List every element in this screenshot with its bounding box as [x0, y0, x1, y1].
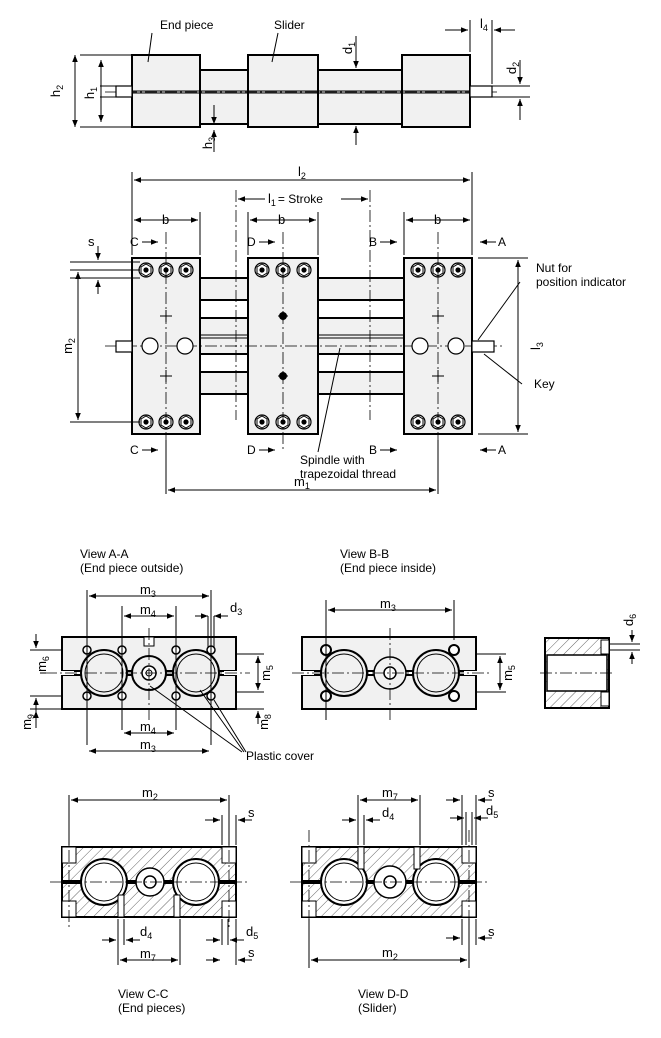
view-aa-subtitle: (End piece outside): [80, 561, 183, 575]
dim-d4-dd: d4: [382, 805, 394, 822]
label-plastic-cover: Plastic cover: [246, 749, 314, 763]
view-cc-title: View C-C: [118, 987, 169, 1001]
section-mark-d-top: D: [247, 235, 256, 249]
view-bb-subtitle: (End piece inside): [340, 561, 436, 575]
dim-l2: l2: [298, 164, 306, 181]
side-view: [72, 20, 530, 152]
svg-text:l3: l3: [528, 342, 545, 350]
section-mark-b-top: B: [369, 235, 377, 249]
label-nut-line1: Nut for: [536, 261, 572, 275]
view-bb-title: View B-B: [340, 547, 389, 561]
svg-text:h2: h2: [48, 85, 65, 97]
plan-view: [70, 172, 528, 494]
view-d-d: [290, 795, 492, 968]
label-end-piece: End piece: [160, 18, 214, 32]
dim-h2: h2: [48, 85, 65, 97]
dim-m5-aa: m5: [258, 665, 275, 681]
dim-m6: m6: [34, 656, 51, 672]
svg-text:m5: m5: [258, 665, 275, 681]
dim-l4: l4: [480, 16, 488, 33]
dim-m2-plan: m2: [60, 338, 77, 354]
dim-d6: d6: [621, 614, 638, 626]
view-cc-subtitle: (End pieces): [118, 1001, 185, 1015]
svg-text:d1: d1: [340, 42, 357, 54]
dim-s-cc-bottom: s: [248, 945, 255, 960]
label-slider: Slider: [274, 18, 305, 32]
dim-s-plan: s: [88, 234, 95, 249]
view-dd-title: View D-D: [358, 987, 409, 1001]
dim-m7-cc: m7: [140, 946, 156, 963]
svg-text:m5: m5: [500, 665, 517, 681]
dim-l1-stroke: l1= Stroke: [268, 191, 323, 208]
dim-m7-dd: m7: [382, 785, 398, 802]
svg-text:d6: d6: [621, 614, 638, 626]
dim-d1: d1: [340, 42, 357, 54]
dim-m3-bb: m3: [380, 596, 396, 613]
section-mark-c-bottom: C: [130, 443, 139, 457]
section-mark-a-bottom: A: [498, 443, 506, 457]
dim-m9: m9: [19, 714, 36, 730]
svg-text:m2: m2: [60, 338, 77, 354]
dim-d5-dd: d5: [486, 803, 498, 820]
view-c-c: [50, 795, 252, 965]
dim-s-dd-top: s: [488, 785, 495, 800]
dim-m4-aa-bottom: m4: [140, 719, 156, 736]
view-aa-title: View A-A: [80, 547, 128, 561]
dim-m3-aa-top: m3: [140, 582, 156, 599]
label-nut-line2: position indicator: [536, 275, 626, 289]
dim-d2: d2: [504, 62, 521, 74]
dim-d4-cc: d4: [140, 924, 152, 941]
section-mark-c-top: C: [130, 235, 139, 249]
svg-text:d2: d2: [504, 62, 521, 74]
section-mark-d-bottom: D: [247, 443, 256, 457]
section-side-view: [540, 630, 640, 709]
svg-text:m9: m9: [19, 714, 36, 730]
dim-m8: m8: [256, 714, 273, 730]
label-spindle-line1: Spindle with: [300, 453, 365, 467]
dim-d5-cc: d5: [246, 924, 258, 941]
dim-m3-aa-bottom: m3: [140, 737, 156, 754]
dim-m5-bb: m5: [500, 665, 517, 681]
section-mark-a-top: A: [498, 235, 506, 249]
svg-text:h3: h3: [200, 137, 217, 149]
dim-d3: d3: [230, 600, 242, 617]
dim-h3: h3: [200, 137, 217, 149]
dim-m4-aa-top: m4: [140, 602, 156, 619]
dim-b-1: b: [162, 212, 169, 227]
view-b-b: [292, 600, 506, 720]
dim-b-2: b: [278, 212, 285, 227]
svg-text:m8: m8: [256, 714, 273, 730]
dim-l3: l3: [528, 342, 545, 350]
dim-m2-cc: m2: [142, 785, 158, 802]
svg-text:h1: h1: [82, 87, 99, 99]
dim-s-cc-top: s: [248, 805, 255, 820]
label-key: Key: [534, 377, 555, 391]
section-mark-b-bottom: B: [369, 443, 377, 457]
svg-text:m6: m6: [34, 656, 51, 672]
label-spindle-line2: trapezoidal thread: [300, 467, 396, 481]
dim-m2-dd: m2: [382, 945, 398, 962]
dim-m1: m1: [294, 474, 310, 491]
dim-b-3: b: [434, 212, 441, 227]
view-a-a: [30, 590, 264, 754]
dim-s-dd-bottom: s: [488, 924, 495, 939]
dim-h1: h1: [82, 87, 99, 99]
view-dd-subtitle: (Slider): [358, 1001, 397, 1015]
